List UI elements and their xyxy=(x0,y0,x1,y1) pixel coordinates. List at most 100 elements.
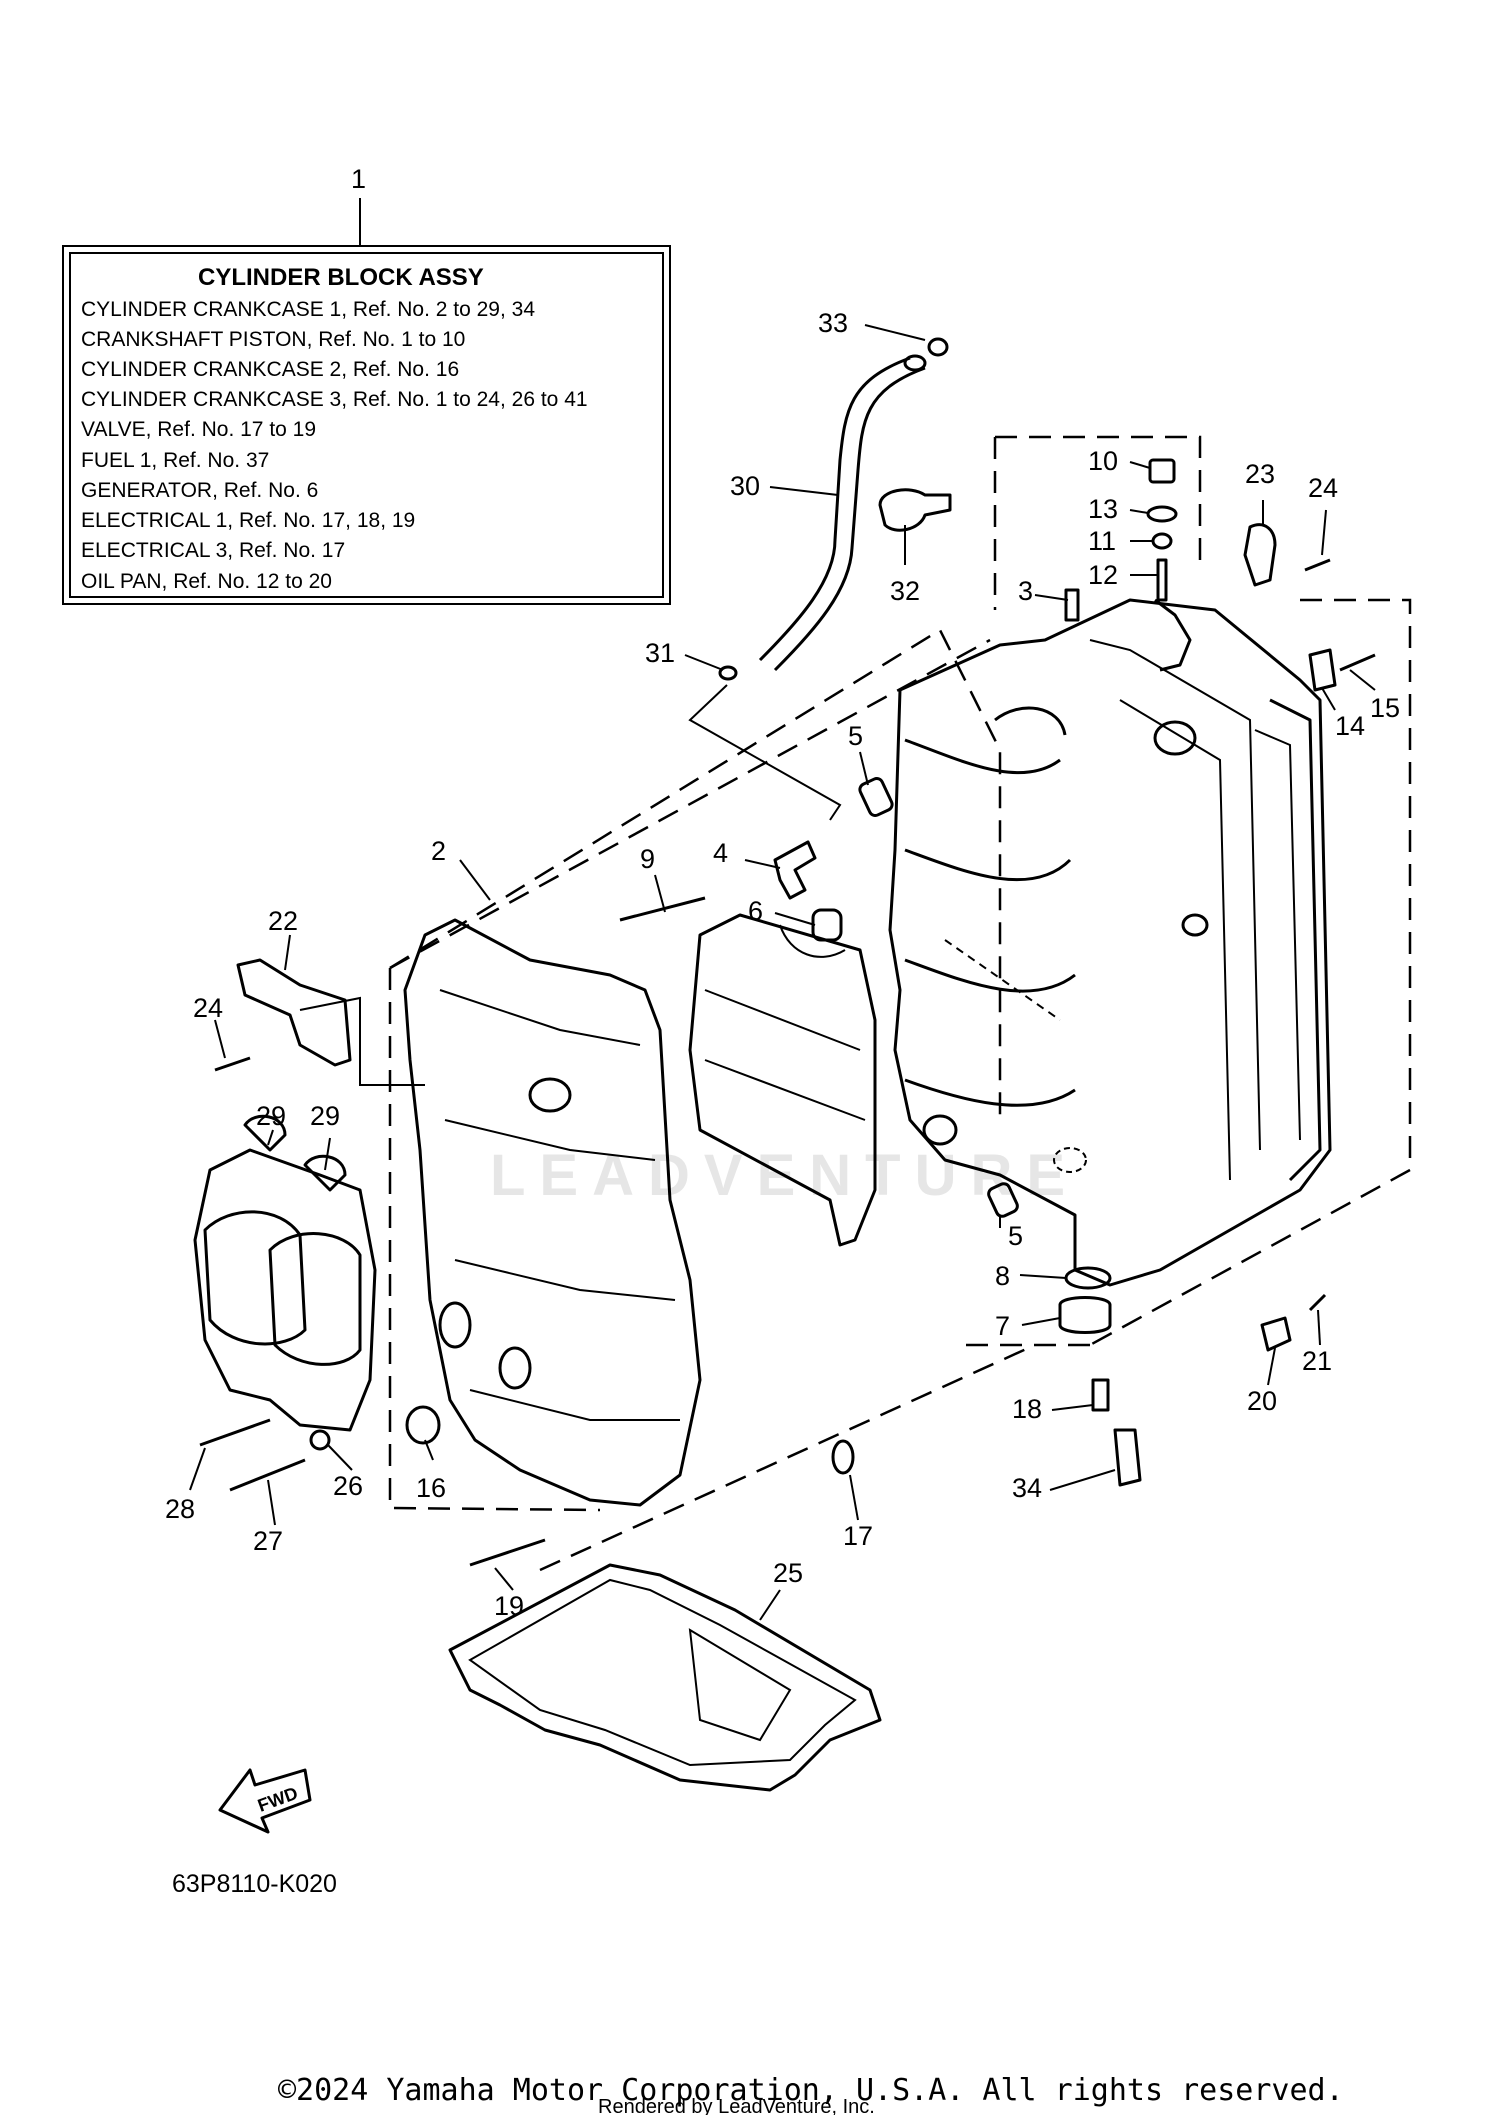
copyright-footer: ©2024 Yamaha Motor Corporation, U.S.A. A… xyxy=(278,2073,1344,2108)
leader-29a xyxy=(267,1129,274,1146)
part-17-o-ring xyxy=(831,1439,855,1475)
leader-16 xyxy=(424,1439,434,1461)
callout-6: 6 xyxy=(748,896,763,926)
callout-3: 3 xyxy=(1018,576,1033,606)
part-5-dowel-bottom xyxy=(987,1182,1019,1218)
part-24-bolt-top xyxy=(1304,558,1331,572)
part-5-dowel-top xyxy=(858,776,894,818)
leader-33 xyxy=(864,324,926,341)
leader-4 xyxy=(744,859,781,869)
callout-5b: 5 xyxy=(1008,1221,1023,1251)
table-row: CYLINDER CRANKCASE 1, Ref. No. 2 to 29, … xyxy=(81,298,535,321)
callout-16: 16 xyxy=(416,1473,446,1503)
part-31-clip xyxy=(718,665,738,681)
leader-24a xyxy=(1321,509,1327,556)
table-row: VALVE, Ref. No. 17 to 19 xyxy=(81,418,316,441)
table-row: CYLINDER CRANKCASE 3, Ref. No. 1 to 24, … xyxy=(81,388,588,411)
leader-31 xyxy=(684,654,724,671)
assembly-boundaries xyxy=(388,435,1412,1572)
callout-19: 19 xyxy=(494,1591,524,1621)
callout-10: 10 xyxy=(1088,446,1118,476)
leader-18 xyxy=(1051,1404,1094,1411)
part-15-screw xyxy=(1339,653,1376,672)
part-26-washer xyxy=(309,1429,331,1451)
crankcase-rib-1 xyxy=(439,989,641,1046)
part-16-seal xyxy=(405,1405,441,1445)
part-30-hose xyxy=(758,356,911,662)
part-23-plate xyxy=(1243,523,1277,587)
leader-22 xyxy=(284,934,291,971)
part-25-gasket-inner xyxy=(468,1578,857,1767)
leader-15 xyxy=(1349,669,1376,691)
callout-1: 1 xyxy=(351,164,366,194)
table-row: OIL PAN, Ref. No. 12 to 20 xyxy=(81,570,332,593)
boundary-left xyxy=(388,968,601,1512)
callout-29a: 29 xyxy=(256,1101,286,1131)
leader-5a xyxy=(859,751,869,786)
diagram-code: 63P8110-K020 xyxy=(172,1870,337,1898)
part-3-dowel xyxy=(1064,588,1080,622)
boundary-crankcase xyxy=(389,628,1002,1115)
cover-outline xyxy=(193,1148,377,1432)
leader-34 xyxy=(1049,1469,1116,1491)
leader-3 xyxy=(1034,594,1069,601)
block-port xyxy=(1153,720,1197,756)
leader-26 xyxy=(327,1444,353,1471)
leader-17 xyxy=(849,1474,859,1521)
part-30-hose-end xyxy=(903,354,927,372)
block-hidden-hole xyxy=(1053,1147,1087,1173)
callout-8: 8 xyxy=(995,1261,1010,1291)
part-32-clamp xyxy=(878,488,952,532)
leader-27 xyxy=(267,1479,276,1526)
part-22-bracket xyxy=(236,958,352,1067)
leader-30 xyxy=(769,486,839,496)
callout-13: 13 xyxy=(1088,494,1118,524)
leader-24b xyxy=(214,1019,226,1059)
callout-21: 21 xyxy=(1302,1346,1332,1376)
part-25-gasket xyxy=(448,1563,882,1792)
callout-29b: 29 xyxy=(310,1101,340,1131)
leader-10 xyxy=(1129,461,1151,469)
part-19-bolt xyxy=(469,1538,546,1567)
part-8-o-ring xyxy=(1064,1266,1112,1290)
crankcase-port xyxy=(528,1077,572,1113)
cover-chamber-right xyxy=(268,1232,362,1366)
cylinder-block xyxy=(888,598,1332,1287)
table-inner-border xyxy=(69,252,664,598)
block-flange xyxy=(1269,698,1322,1182)
callout-17: 17 xyxy=(843,1521,873,1551)
part-13-washer xyxy=(1146,505,1178,523)
leader-31-4-link xyxy=(688,684,842,821)
leader-28 xyxy=(189,1447,206,1491)
callout-26: 26 xyxy=(333,1471,363,1501)
leader-25 xyxy=(759,1589,781,1621)
callout-22: 22 xyxy=(268,906,298,936)
part-20-clip xyxy=(1260,1316,1292,1352)
callout-24b: 24 xyxy=(193,993,223,1023)
table-row: GENERATOR, Ref. No. 6 xyxy=(81,479,318,502)
fwd-arrow: FWD xyxy=(218,1768,312,1834)
crankcase-rib-3 xyxy=(454,1259,676,1301)
part-9-bolt xyxy=(619,896,706,922)
boundary-lower-diagonal xyxy=(539,1343,1036,1572)
callout-32: 32 xyxy=(890,576,920,606)
callout-numbers: 2 3 4 5 5 6 7 8 9 10 11 12 13 14 15 16 1… xyxy=(165,308,1400,1621)
part-12-stud xyxy=(1156,558,1168,602)
boundary-top xyxy=(995,435,1202,560)
crankcase-rib-4 xyxy=(469,1389,680,1421)
callout-33: 33 xyxy=(818,308,848,338)
bearing-holder xyxy=(688,913,877,1247)
part-34-sensor xyxy=(1113,1428,1142,1487)
part-10-plug xyxy=(1148,458,1176,484)
callout-23: 23 xyxy=(1245,459,1275,489)
leader-22-link xyxy=(299,996,425,1086)
part-6-pin xyxy=(811,908,843,942)
part-14-clip xyxy=(1308,648,1337,692)
table-row: FUEL 1, Ref. No. 37 xyxy=(81,449,269,472)
boundary-upper-diagonal xyxy=(389,638,991,970)
leader-9 xyxy=(654,874,666,913)
leader-6 xyxy=(774,912,816,926)
block-journal-top xyxy=(994,706,1067,736)
callout-4: 4 xyxy=(713,838,728,868)
